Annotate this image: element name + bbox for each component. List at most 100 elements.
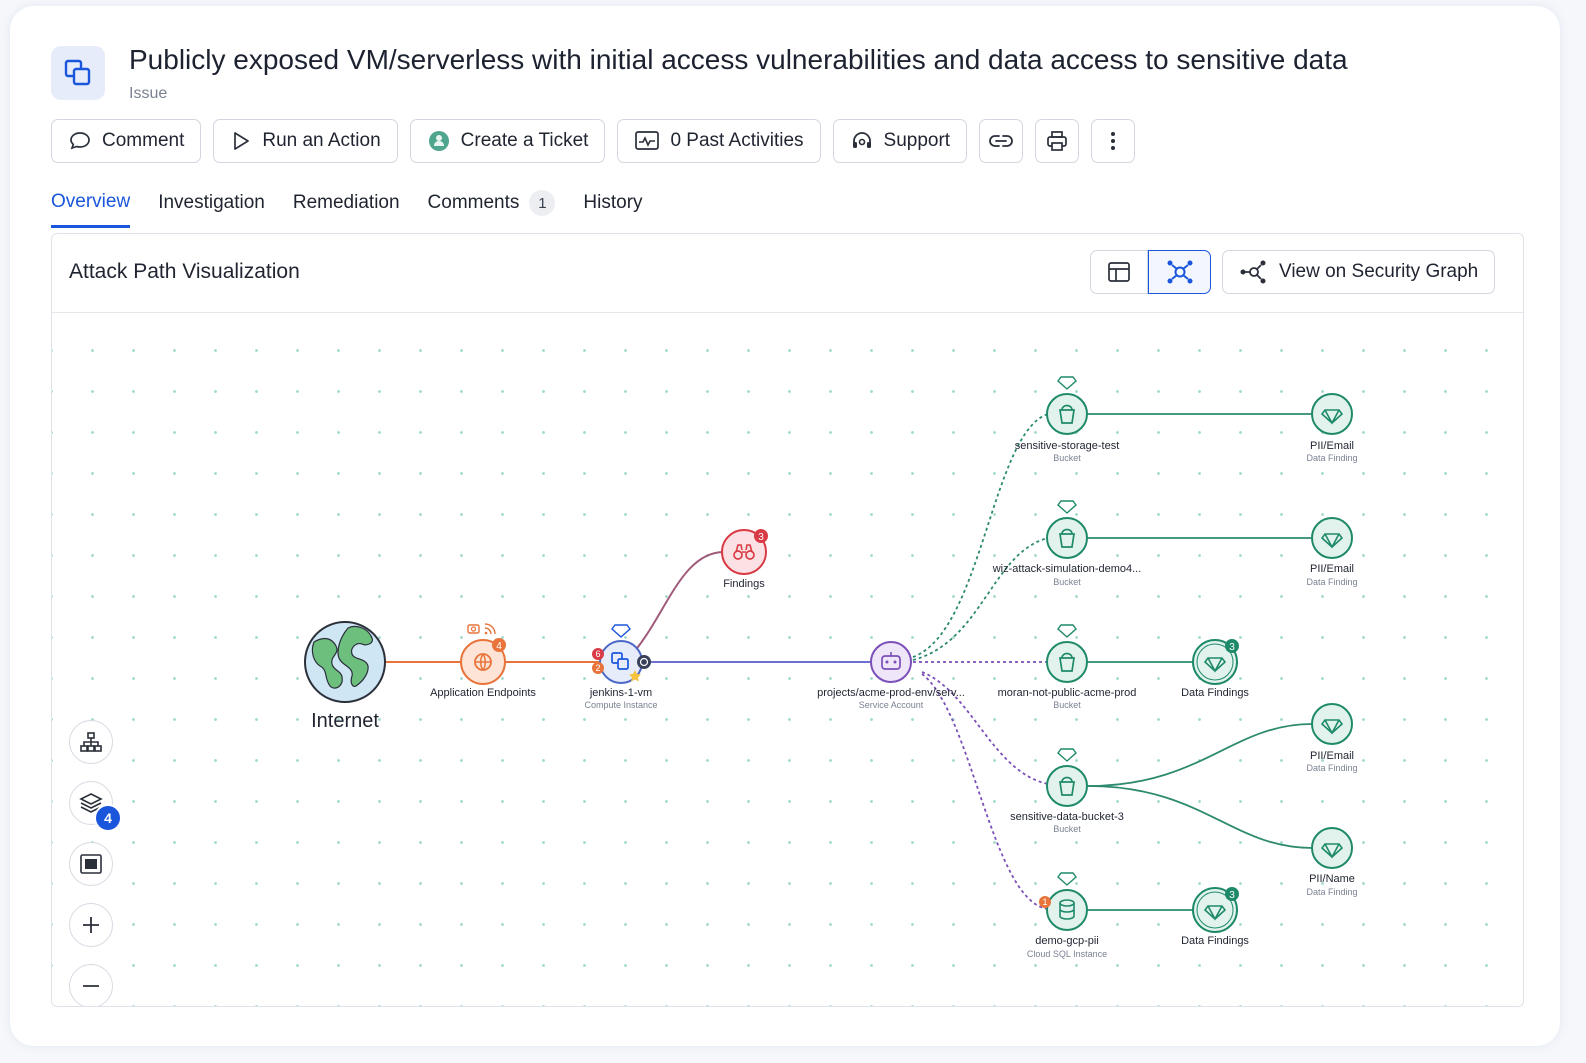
edge-bucket4-pii4	[1087, 723, 1313, 787]
service-account-node[interactable]	[870, 641, 912, 683]
edge-bucket4-pii5	[1087, 785, 1313, 849]
panel-title: Attack Path Visualization	[69, 260, 300, 283]
hierarchy-layout-button[interactable]	[69, 720, 113, 764]
ticket-integration-icon	[428, 131, 449, 151]
data-findings-badge-2: 3	[1229, 890, 1235, 901]
application-endpoints-node[interactable]: 4	[460, 638, 506, 685]
edge-service-bucket4	[921, 671, 1049, 785]
bucket4-label: sensitive-data-bucket-3	[1010, 811, 1124, 823]
create-ticket-button[interactable]: Create a Ticket	[409, 119, 606, 163]
pii-name-node[interactable]	[1311, 827, 1353, 869]
pii5-sublabel: Data Finding	[1306, 887, 1357, 897]
past-activities-label: 0 Past Activities	[670, 130, 804, 151]
pii-email-node-3[interactable]	[1311, 703, 1353, 745]
more-options-button[interactable]	[1091, 119, 1136, 163]
diamond-icon	[1057, 872, 1077, 886]
findings-node[interactable]: 3	[721, 529, 768, 575]
comments-count-badge: 1	[529, 190, 556, 216]
gem-icon	[1320, 409, 1344, 425]
issue-type-icon	[51, 46, 105, 100]
activity-icon	[635, 131, 660, 150]
hierarchy-icon	[80, 732, 102, 752]
sql-label: demo-gcp-pii	[1035, 935, 1099, 947]
past-activities-button[interactable]: 0 Past Activities	[617, 119, 821, 163]
pii-email-node-1[interactable]	[1311, 393, 1353, 435]
action-toolbar: Comment Run an Action Create a Ticket 0 …	[51, 119, 1136, 163]
gem-icon	[1203, 905, 1227, 921]
table-layout-icon	[1108, 262, 1130, 282]
tab-remediation[interactable]: Remediation	[292, 192, 400, 213]
copy-link-button[interactable]	[979, 119, 1024, 163]
print-button[interactable]	[1035, 119, 1080, 163]
bucket-node-moran-not-public[interactable]	[1046, 641, 1088, 683]
pii1-label: PII/Email	[1310, 440, 1354, 452]
data-findings-node-2[interactable]: 3	[1192, 887, 1239, 933]
edge-service-bucket1	[912, 413, 1049, 658]
tab-comments[interactable]: Comments 1	[428, 190, 556, 228]
zoom-in-button[interactable]	[69, 903, 113, 947]
endpoints-badge: 4	[496, 641, 502, 652]
bucket-node-sensitive-storage-test[interactable]	[1046, 393, 1088, 435]
bucket4-sublabel: Bucket	[1053, 824, 1081, 834]
zoom-out-button[interactable]	[69, 964, 113, 1006]
tab-comments-label: Comments	[427, 192, 520, 213]
minus-icon	[83, 985, 99, 987]
layers-button[interactable]: 4	[69, 781, 122, 832]
endpoints-label: Application Endpoints	[430, 687, 536, 699]
support-button[interactable]: Support	[832, 119, 968, 163]
pii1-sublabel: Data Finding	[1306, 453, 1357, 463]
gem-icon	[1320, 843, 1344, 859]
diamond-icon	[1057, 500, 1077, 514]
attack-path-graph: Internet 4 Application Endpoints 6	[304, 376, 1358, 959]
tab-investigation[interactable]: Investigation	[158, 192, 265, 213]
graph-canvas[interactable]: Internet 4 Application Endpoints 6	[52, 312, 1523, 1006]
pii-email-node-2[interactable]	[1311, 517, 1353, 559]
service-account-label: projects/acme-prod-env/serv...	[817, 687, 965, 699]
findings-badge: 3	[758, 532, 764, 543]
binoculars-icon	[733, 544, 755, 560]
bucket3-label: moran-not-public-acme-prod	[998, 687, 1137, 699]
robot-icon	[881, 652, 901, 670]
findings-label: Findings	[723, 578, 765, 590]
jenkins-vm-node[interactable]: 6 2	[592, 640, 651, 684]
edge-service-bucket2	[912, 537, 1049, 661]
bucket-icon	[1059, 528, 1075, 548]
tab-history[interactable]: History	[583, 192, 643, 213]
camera-icon	[467, 624, 480, 634]
pii4-sublabel: Data Finding	[1306, 763, 1357, 773]
minimap-button[interactable]	[69, 842, 113, 886]
comment-icon	[70, 132, 90, 150]
view-security-graph-label: View on Security Graph	[1279, 261, 1479, 282]
comment-button[interactable]: Comment	[51, 119, 202, 163]
df6-label: Data Findings	[1181, 935, 1249, 947]
graph-view-button[interactable]	[1148, 250, 1211, 294]
diamond-icon	[1057, 624, 1077, 638]
gem-icon	[1320, 533, 1344, 549]
tab-overview[interactable]: Overview	[51, 190, 131, 228]
sql-badge: 1	[1042, 897, 1047, 907]
edge-jenkins-findings	[633, 551, 725, 653]
cloud-sql-node[interactable]: 1	[1039, 889, 1088, 931]
database-icon	[1059, 899, 1075, 920]
view-security-graph-button[interactable]: View on Security Graph	[1222, 250, 1496, 294]
support-label: Support	[883, 130, 951, 151]
plus-icon	[83, 917, 99, 933]
data-findings-node-1[interactable]: 3	[1192, 639, 1239, 685]
run-action-button[interactable]: Run an Action	[213, 119, 398, 163]
jenkins-badge-b: 2	[595, 663, 600, 673]
internet-node[interactable]	[304, 621, 386, 703]
diamond-icon	[1057, 748, 1077, 762]
bucket-icon	[1059, 652, 1075, 672]
bucket1-label: sensitive-storage-test	[1015, 440, 1120, 452]
bucket-node-sensitive-data-bucket-3[interactable]	[1046, 765, 1088, 807]
run-action-label: Run an Action	[262, 130, 381, 151]
bucket2-sublabel: Bucket	[1053, 577, 1081, 587]
bucket-icon	[1059, 404, 1075, 424]
bucket-node-wiz-attack-simulation[interactable]	[1046, 517, 1088, 559]
jenkins-sublabel: Compute Instance	[584, 700, 657, 710]
security-graph-icon	[1240, 260, 1266, 284]
table-view-button[interactable]	[1090, 250, 1148, 294]
printer-icon	[1047, 131, 1067, 151]
play-icon	[234, 132, 250, 150]
issue-tabs: Overview Investigation Remediation Comme…	[51, 190, 643, 228]
